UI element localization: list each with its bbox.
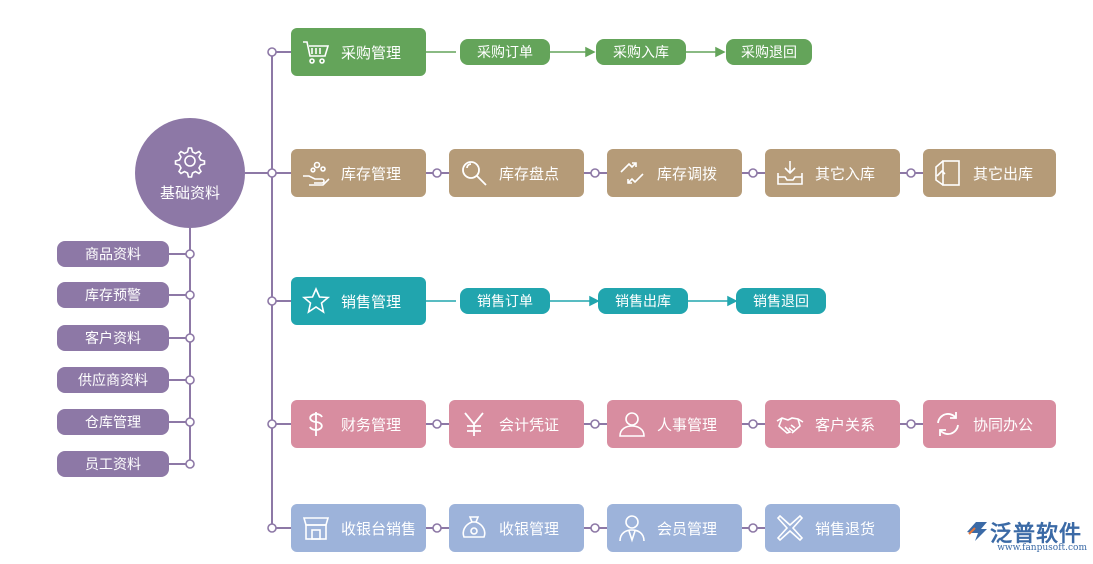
sales-outbound[interactable]: 销售出库 (598, 288, 688, 314)
left-item-supplier[interactable]: 供应商资料 (57, 367, 169, 393)
left-item-warehouse[interactable]: 仓库管理 (57, 409, 169, 435)
finance-management-label: 财务管理 (341, 415, 402, 434)
accounting-voucher-label: 会计凭证 (499, 415, 560, 434)
finance-management[interactable]: 财务管理 (291, 400, 426, 448)
handshake-icon (773, 407, 807, 441)
left-item-employee[interactable]: 员工资料 (57, 451, 169, 477)
inventory-management-label: 库存管理 (341, 164, 402, 183)
hr-management[interactable]: 人事管理 (607, 400, 742, 448)
purchase-return[interactable]: 采购退回 (726, 39, 812, 65)
fanpu-logo: 泛普软件 www.fanpusoft.com (962, 516, 1087, 556)
inventory-transfer[interactable]: 库存调拨 (607, 149, 742, 197)
other-outbound[interactable]: 其它出库 (923, 149, 1056, 197)
accounting-voucher[interactable]: 会计凭证 (449, 400, 584, 448)
customer-relations-label: 客户关系 (815, 415, 876, 434)
fanpu-logo-mark-icon (967, 522, 987, 541)
center-label: 基础资料 (159, 183, 220, 202)
shopping-cart-icon (299, 35, 333, 69)
cashier-management[interactable]: 收银管理 (449, 504, 584, 552)
member-management[interactable]: 会员管理 (607, 504, 742, 552)
cashier-sales[interactable]: 收银台销售 (291, 504, 426, 552)
left-item-stock-alert[interactable]: 库存预警 (57, 282, 169, 308)
cashier-sales-label: 收银台销售 (341, 519, 417, 538)
inventory-count-label: 库存盘点 (499, 164, 560, 183)
cross-return-icon (773, 511, 807, 545)
sales-order[interactable]: 销售订单 (460, 288, 550, 314)
sales-return[interactable]: 销售退回 (736, 288, 826, 314)
other-inbound-label: 其它入库 (815, 164, 876, 183)
sales-return-goods[interactable]: 销售退货 (765, 504, 900, 552)
sales-management[interactable]: 销售管理 (291, 277, 426, 325)
inventory-count[interactable]: 库存盘点 (449, 149, 584, 197)
person-icon (615, 407, 649, 441)
magnifier-icon (457, 156, 491, 190)
sales-return-goods-label: 销售退货 (815, 519, 876, 538)
sync-icon (931, 407, 965, 441)
purchase-order[interactable]: 采购订单 (460, 39, 550, 65)
star-icon (299, 284, 333, 318)
hand-coins-icon (299, 156, 333, 190)
logo-brand: 泛普软件 (990, 522, 1083, 547)
collaborative-office[interactable]: 协同办公 (923, 400, 1056, 448)
collaborative-office-label: 协同办公 (973, 415, 1034, 434)
center-node[interactable]: 基础资料 (135, 118, 245, 228)
other-inbound[interactable]: 其它入库 (765, 149, 900, 197)
yen-icon (457, 407, 491, 441)
hr-management-label: 人事管理 (657, 415, 718, 434)
cashier-management-label: 收银管理 (499, 519, 560, 538)
member-management-label: 会员管理 (657, 519, 718, 538)
gear-icon (174, 146, 206, 178)
inbox-download-icon (773, 156, 807, 190)
transfer-arrows-icon (615, 156, 649, 190)
other-outbound-label: 其它出库 (973, 164, 1034, 183)
left-item-product[interactable]: 商品资料 (57, 241, 169, 267)
inventory-transfer-label: 库存调拨 (657, 164, 718, 183)
storefront-icon (299, 511, 333, 545)
logo-url: www.fanpusoft.com (997, 543, 1087, 553)
purchase-inbound[interactable]: 采购入库 (596, 39, 686, 65)
customer-relations[interactable]: 客户关系 (765, 400, 900, 448)
money-bag-icon (457, 511, 491, 545)
member-icon (615, 511, 649, 545)
purchase-management[interactable]: 采购管理 (291, 28, 426, 76)
outbound-door-icon (931, 156, 965, 190)
sales-management-label: 销售管理 (341, 292, 402, 311)
left-item-customer[interactable]: 客户资料 (57, 325, 169, 351)
purchase-management-label: 采购管理 (341, 43, 402, 62)
dollar-icon (299, 407, 333, 441)
inventory-management[interactable]: 库存管理 (291, 149, 426, 197)
